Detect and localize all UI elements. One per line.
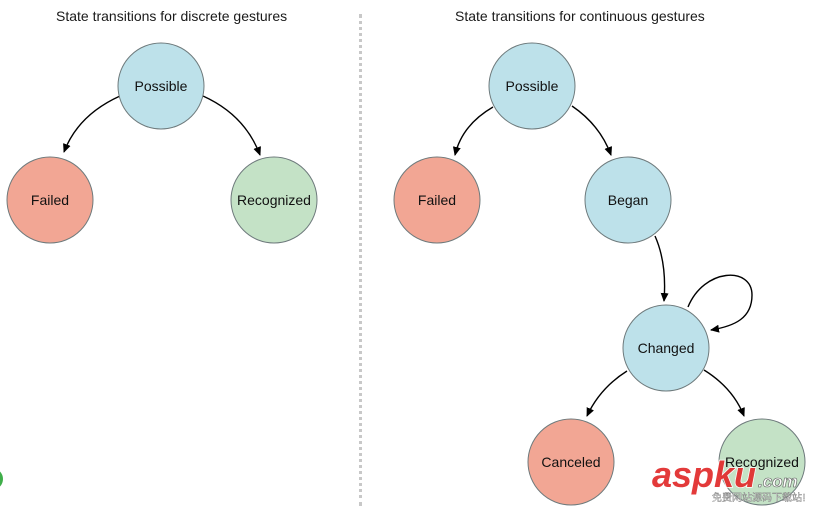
state-label-possible: Possible: [135, 78, 188, 94]
state-label-recognized: Recognized: [237, 192, 311, 208]
edge-possible-began: [571, 105, 612, 156]
state-node-possible: Possible: [117, 42, 205, 130]
edge-began-changed: [654, 235, 669, 302]
edge-changed-recognized: [703, 369, 745, 417]
watermark-suffix: .com: [758, 472, 798, 491]
diagram-divider: [359, 14, 362, 506]
state-node-recognized-continuous: Recognized: [718, 418, 806, 506]
state-label-failed: Failed: [31, 192, 69, 208]
watermark-tagline: 免费网站源码下载站!: [712, 491, 806, 504]
state-label-canceled: Canceled: [541, 454, 600, 470]
state-label-possible-continuous: Possible: [506, 78, 559, 94]
edge-possible-recognized: [202, 95, 261, 156]
state-label-recognized-continuous: Recognized: [725, 454, 799, 470]
edge-changed-canceled: [586, 370, 628, 417]
state-label-began: Began: [608, 192, 648, 208]
continuous-diagram: Possible Failed Began Changed Canceled R…: [393, 42, 806, 506]
edge-badge-icon: [0, 468, 5, 490]
state-label-failed-continuous: Failed: [418, 192, 456, 208]
discrete-diagram: Possible Failed Recognized: [6, 42, 318, 244]
state-node-failed-continuous: Failed: [393, 156, 481, 244]
edge-changed-changed: [687, 274, 753, 333]
state-node-changed: Changed: [622, 304, 710, 392]
watermark-brand: aspku: [652, 454, 756, 495]
state-node-began: Began: [584, 156, 672, 244]
state-node-canceled: Canceled: [527, 418, 615, 506]
state-node-recognized: Recognized: [230, 156, 318, 244]
state-node-failed: Failed: [6, 156, 94, 244]
edge-possible-failed-continuous: [452, 106, 494, 156]
continuous-diagram-title: State transitions for continuous gesture…: [455, 8, 705, 24]
edge-possible-failed: [63, 95, 121, 153]
state-label-changed: Changed: [638, 340, 695, 356]
discrete-diagram-title: State transitions for discrete gestures: [56, 8, 288, 24]
watermark: aspku .com 免费网站源码下载站!: [651, 453, 806, 504]
state-node-possible-continuous: Possible: [488, 42, 576, 130]
